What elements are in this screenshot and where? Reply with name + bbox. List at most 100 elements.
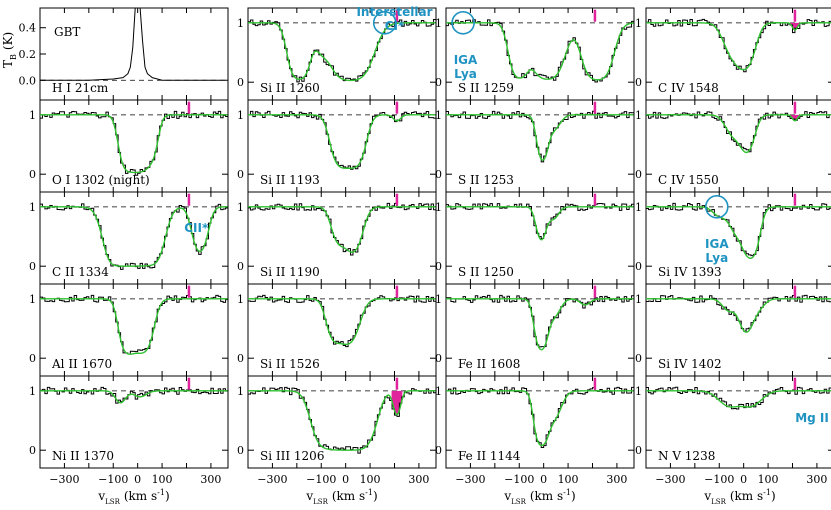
y-axis-label: TB(K) [1, 32, 18, 68]
spectrum-data [646, 294, 831, 332]
x-tick-label: 300 [606, 473, 627, 486]
panel-label: Si II 1190 [260, 265, 320, 279]
x-tick-label: −100 [704, 473, 734, 486]
y-tick-label: 0 [435, 76, 442, 89]
annotation-circle [451, 11, 475, 35]
panel-label: S II 1259 [458, 81, 514, 95]
spectrum-data [40, 110, 228, 176]
spectrum-data [446, 294, 634, 348]
spectrum-data [446, 203, 634, 240]
annotation-text: CII* [184, 221, 209, 235]
panel-label: S II 1250 [458, 265, 514, 279]
spectrum-data [40, 294, 228, 355]
x-tick-label: 300 [200, 473, 221, 486]
ni-ii-1370-frame [39, 375, 229, 469]
y-tick-label: 1 [635, 109, 642, 122]
y-tick-label: 0 [237, 352, 244, 365]
n-v-1238-frame [645, 375, 831, 469]
x-tick-label: −100 [504, 473, 534, 486]
x-tick-label: 0 [740, 473, 747, 486]
y-tick-label: 1 [435, 201, 442, 214]
shaded-absorption [789, 114, 801, 121]
y-tick-label: 1 [237, 109, 244, 122]
y-tick-label: 0 [635, 260, 642, 273]
spectrum-data [248, 386, 436, 454]
x-tick-label: 100 [360, 473, 381, 486]
panel-label: Si III 1206 [260, 449, 324, 463]
panel-label: Al II 1670 [51, 357, 112, 371]
panel-label: C IV 1548 [658, 81, 719, 95]
y-tick-label: 0 [237, 76, 244, 89]
y-tick-label: 1 [237, 293, 244, 306]
panel-label: Fe II 1144 [458, 449, 521, 463]
y-tick-label: 1 [237, 385, 244, 398]
y-tick-label: 0.0 [19, 74, 37, 87]
annotation-text: Lya [454, 67, 477, 81]
spectrum-data [248, 110, 436, 170]
x-axis-label: vLSR(km s-1) [97, 488, 169, 506]
panel-grid: 0 1 Si II 1260 0 1 S II 1259 0 1 C IV 1548 0 1 O I … [1, 7, 831, 506]
panel-label: S II 1253 [458, 173, 514, 187]
model-fit [446, 114, 634, 161]
y-tick-label: 0.2 [19, 48, 37, 61]
panel-label: O I 1302 (night) [52, 173, 150, 187]
fe-ii-1144-frame [445, 375, 635, 469]
panel-label: Ni II 1370 [52, 449, 114, 463]
x-tick-label: 100 [152, 473, 173, 486]
spectrum-data [446, 386, 634, 448]
spectrum-data [646, 18, 831, 73]
x-axis-label: vLSR(km s-1) [305, 488, 377, 506]
model-fit [446, 22, 634, 81]
spectrum-data [248, 202, 436, 256]
model-fit [248, 114, 436, 169]
model-fit [446, 390, 634, 447]
x-tick-label: −300 [655, 473, 685, 486]
spectrum-data [446, 110, 634, 163]
y-tick-label: 0 [435, 260, 442, 273]
y-tick-label: 1 [635, 201, 642, 214]
y-tick-label: 1 [435, 385, 442, 398]
y-tick-label: 1 [29, 109, 36, 122]
model-fit [40, 206, 228, 267]
annotation-text: IGA [454, 53, 478, 67]
annotation-text: Lya [705, 251, 728, 265]
x-tick-label: −100 [306, 473, 336, 486]
annotation-text: Interstellar [356, 5, 432, 19]
x-tick-label: −300 [257, 473, 287, 486]
panel-label: Fe II 1608 [458, 357, 520, 371]
y-tick-label: 0 [635, 168, 642, 181]
y-tick-label: 0 [635, 76, 642, 89]
spectrum-data [646, 111, 831, 153]
x-tick-label: 300 [408, 473, 429, 486]
annotation-text: CI* [385, 19, 405, 33]
panel-label: N V 1238 [658, 449, 715, 463]
model-fit [40, 298, 228, 355]
model-fit [248, 22, 436, 82]
y-tick-label: 1 [635, 385, 642, 398]
y-tick-label: 1 [435, 17, 442, 30]
panel-label: Si II 1526 [260, 357, 320, 371]
y-tick-label: 0 [435, 444, 442, 457]
telescope-label: GBT [54, 25, 80, 39]
panel-label: Si II 1260 [260, 81, 320, 95]
annotation-text: Mg II [795, 411, 829, 425]
x-tick-label: 300 [806, 473, 827, 486]
model-fit [446, 206, 634, 241]
annotation-circle [372, 11, 397, 35]
y-tick-label: 1 [635, 293, 642, 306]
y-tick-label: 1 [635, 17, 642, 30]
model-fit [446, 298, 634, 351]
y-tick-label: 1 [29, 385, 36, 398]
y-tick-label: 0 [435, 168, 442, 181]
annotation-text: IGA [705, 237, 729, 251]
x-tick-label: −100 [98, 473, 128, 486]
model-fit [646, 206, 831, 259]
model-fit [646, 22, 831, 71]
panel-label: H I 21cm [52, 81, 109, 95]
y-tick-label: 0 [29, 168, 36, 181]
y-tick-label: 1 [29, 293, 36, 306]
x-tick-label: 0 [342, 473, 349, 486]
panel-label: Si II 1193 [260, 173, 320, 187]
panel-label: Si IV 1393 [658, 265, 722, 279]
